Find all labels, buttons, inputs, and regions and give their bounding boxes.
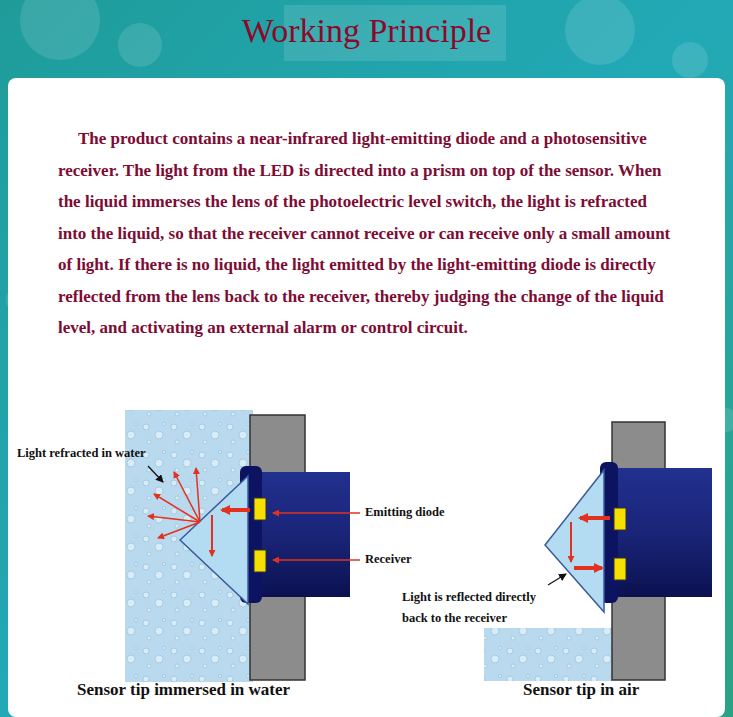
prism (180, 476, 248, 604)
leader-line (148, 466, 163, 482)
part-label: Emitting diode (365, 505, 445, 520)
leader-line (273, 512, 360, 514)
light-ray (222, 508, 250, 512)
leader-line (273, 559, 360, 561)
figure-caption: Sensor tip immersed in water (77, 680, 290, 700)
light-ray (211, 515, 213, 556)
content-panel: The product contains a near-infrared lig… (8, 78, 725, 717)
light-ray (574, 566, 602, 570)
air-sensor (484, 422, 712, 681)
light-ray (580, 516, 610, 520)
description-paragraph: The product contains a near-infrared lig… (58, 123, 676, 344)
light-ray (570, 522, 572, 562)
emitting-diode (254, 498, 266, 520)
water (484, 628, 612, 681)
sensor-body (614, 468, 712, 597)
immersed-sensor (125, 410, 360, 682)
receiver (614, 558, 626, 580)
figure-caption: Sensor tip in air (523, 680, 639, 700)
callout-label: Light is reflected directly back to the … (402, 587, 564, 629)
receiver (254, 550, 266, 572)
callout-label: Light refracted in water (17, 446, 146, 461)
leader-line (548, 574, 566, 585)
refracted-rays (148, 468, 200, 538)
sensor-body (255, 472, 350, 597)
page-title: Working Principle (0, 12, 733, 50)
prism (545, 470, 604, 612)
part-label: Receiver (365, 552, 412, 567)
emitting-diode (614, 508, 626, 530)
